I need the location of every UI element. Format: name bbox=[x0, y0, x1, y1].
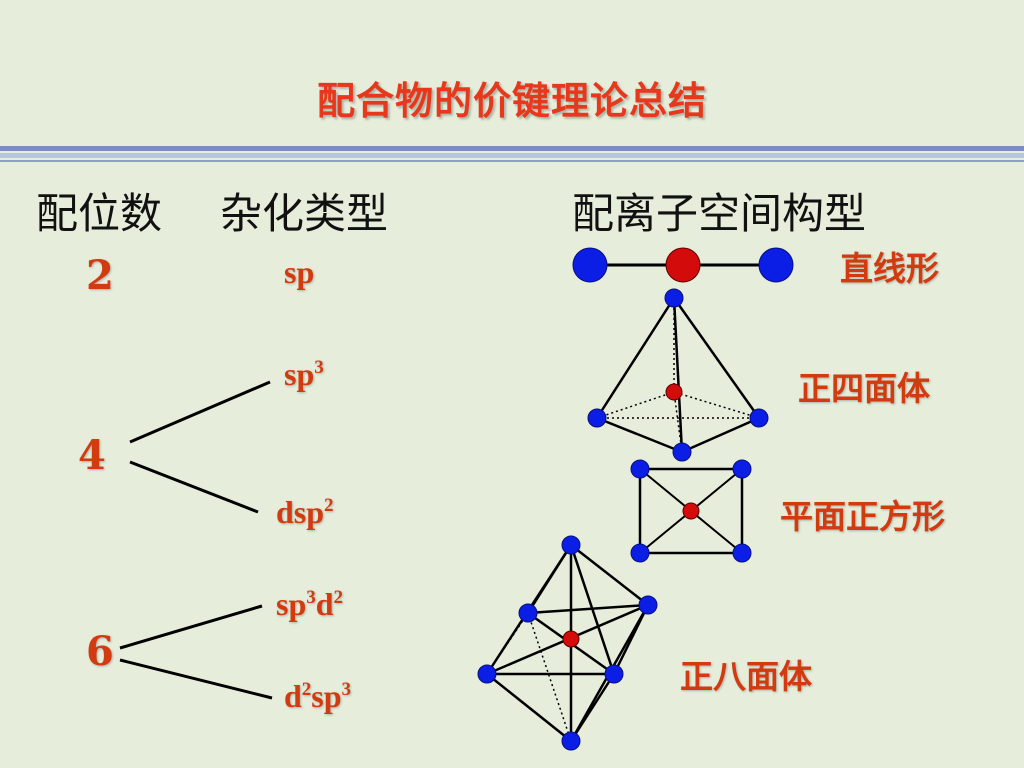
hyb-dsp2-base: dsp bbox=[276, 494, 325, 530]
hyb-dsp2-sup: 2 bbox=[324, 495, 334, 516]
coordination-number-2: 2 bbox=[86, 252, 114, 299]
ligand-atom bbox=[518, 603, 538, 623]
branch-line-6-sp3d2 bbox=[119, 604, 263, 650]
ligand-atom bbox=[630, 459, 650, 479]
coordination-number-4: 4 bbox=[78, 432, 106, 479]
ligand-atom bbox=[572, 247, 608, 283]
geometry-octahedral: 正八面体 bbox=[680, 657, 812, 696]
branch-line-4-sp3 bbox=[129, 380, 271, 444]
hyb-sp3d2-s2: 2 bbox=[333, 587, 344, 608]
ligand-atom bbox=[561, 535, 581, 555]
branch-line-6-d2sp3 bbox=[119, 658, 273, 700]
ligand-atom bbox=[630, 543, 650, 563]
ligand-atom bbox=[758, 247, 794, 283]
hybridization-sp3d2: sp3d2 bbox=[276, 586, 343, 623]
page-title: 配合物的价键理论总结 bbox=[316, 78, 707, 123]
ligand-atom bbox=[604, 664, 624, 684]
ligand-atom bbox=[638, 595, 658, 615]
ligand-atom bbox=[587, 408, 607, 428]
square-outline bbox=[638, 467, 744, 555]
edge bbox=[486, 673, 572, 742]
ligand-atom bbox=[732, 459, 752, 479]
divider-light bbox=[0, 153, 1024, 158]
divider-dark bbox=[0, 146, 1024, 151]
coordination-number-6: 6 bbox=[86, 628, 114, 675]
hyb-d2sp3-s1: 2 bbox=[301, 679, 312, 700]
dashed-bond bbox=[596, 391, 675, 419]
ligand-atom bbox=[672, 442, 692, 462]
hyb-sp3d2-p2: d bbox=[315, 586, 334, 622]
central-atom bbox=[682, 502, 700, 520]
edge bbox=[595, 297, 676, 419]
hybridization-d2sp3: d2sp3 bbox=[284, 678, 351, 715]
edge bbox=[681, 416, 760, 454]
square-planar-structure bbox=[630, 459, 752, 563]
edge bbox=[672, 297, 761, 419]
divider-thin bbox=[0, 160, 1024, 162]
ligand-atom bbox=[664, 288, 684, 308]
hybridization-sp3: sp3 bbox=[284, 356, 324, 393]
tetrahedral-structure bbox=[587, 288, 769, 462]
hyb-d2sp3-p2: sp bbox=[311, 678, 342, 714]
central-atom bbox=[665, 383, 683, 401]
ligand-atom bbox=[561, 731, 581, 751]
header-hybridization-type: 杂化类型 bbox=[220, 189, 389, 238]
ligand-atom bbox=[732, 543, 752, 563]
geometry-linear: 直线形 bbox=[840, 249, 939, 288]
dashed-bond bbox=[673, 391, 760, 419]
branch-line-4-dsp2 bbox=[129, 460, 259, 514]
edge bbox=[596, 416, 683, 454]
edge bbox=[570, 544, 649, 606]
hyb-sp3d2-s1: 3 bbox=[306, 587, 316, 608]
geometry-square-planar: 平面正方形 bbox=[780, 497, 945, 536]
dashed-edge bbox=[527, 612, 572, 742]
ligand-atom bbox=[477, 664, 497, 684]
central-atom bbox=[562, 630, 580, 648]
linear-structure bbox=[572, 247, 794, 283]
edge bbox=[527, 603, 649, 615]
geometry-tetrahedral: 正四面体 bbox=[798, 369, 930, 408]
header-spatial-geometry: 配离子空间构型 bbox=[572, 189, 867, 238]
hyb-sp-base: sp bbox=[284, 254, 315, 290]
hyb-sp3d2-p1: sp bbox=[276, 586, 307, 622]
header-coordination-number: 配位数 bbox=[36, 189, 163, 238]
hyb-d2sp3-s2: 3 bbox=[341, 679, 352, 700]
ligand-atom bbox=[749, 408, 769, 428]
central-atom bbox=[665, 247, 701, 283]
hybridization-sp: sp bbox=[284, 254, 314, 291]
hyb-d2sp3-p1: d bbox=[284, 678, 302, 714]
edge bbox=[569, 673, 616, 742]
edge bbox=[672, 297, 684, 453]
octahedral-structure bbox=[477, 535, 658, 751]
hybridization-dsp2: dsp2 bbox=[276, 494, 334, 531]
hyb-sp3-sup: 3 bbox=[314, 357, 324, 378]
hyb-sp3-base: sp bbox=[284, 356, 315, 392]
